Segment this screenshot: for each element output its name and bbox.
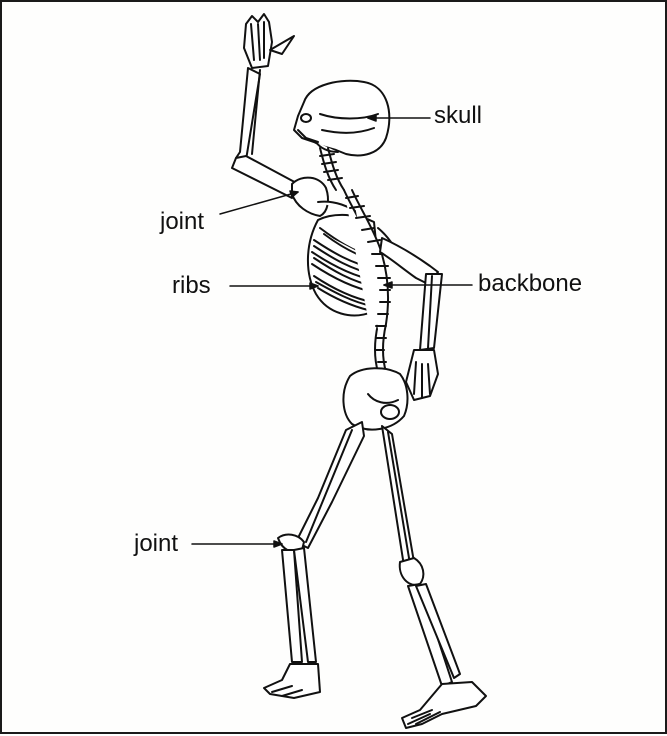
raised-arm [232, 68, 302, 198]
label-ribs: ribs [172, 274, 211, 298]
label-backbone: backbone [478, 272, 582, 296]
label-skull: skull [434, 104, 482, 128]
joint-upper-leader-line [220, 192, 298, 214]
left-leg [264, 422, 364, 698]
raised-hand [244, 14, 294, 68]
right-leg [382, 426, 486, 728]
pelvis [343, 368, 407, 429]
label-joint-lower: joint [134, 532, 178, 556]
label-joint-upper: joint [160, 210, 204, 234]
